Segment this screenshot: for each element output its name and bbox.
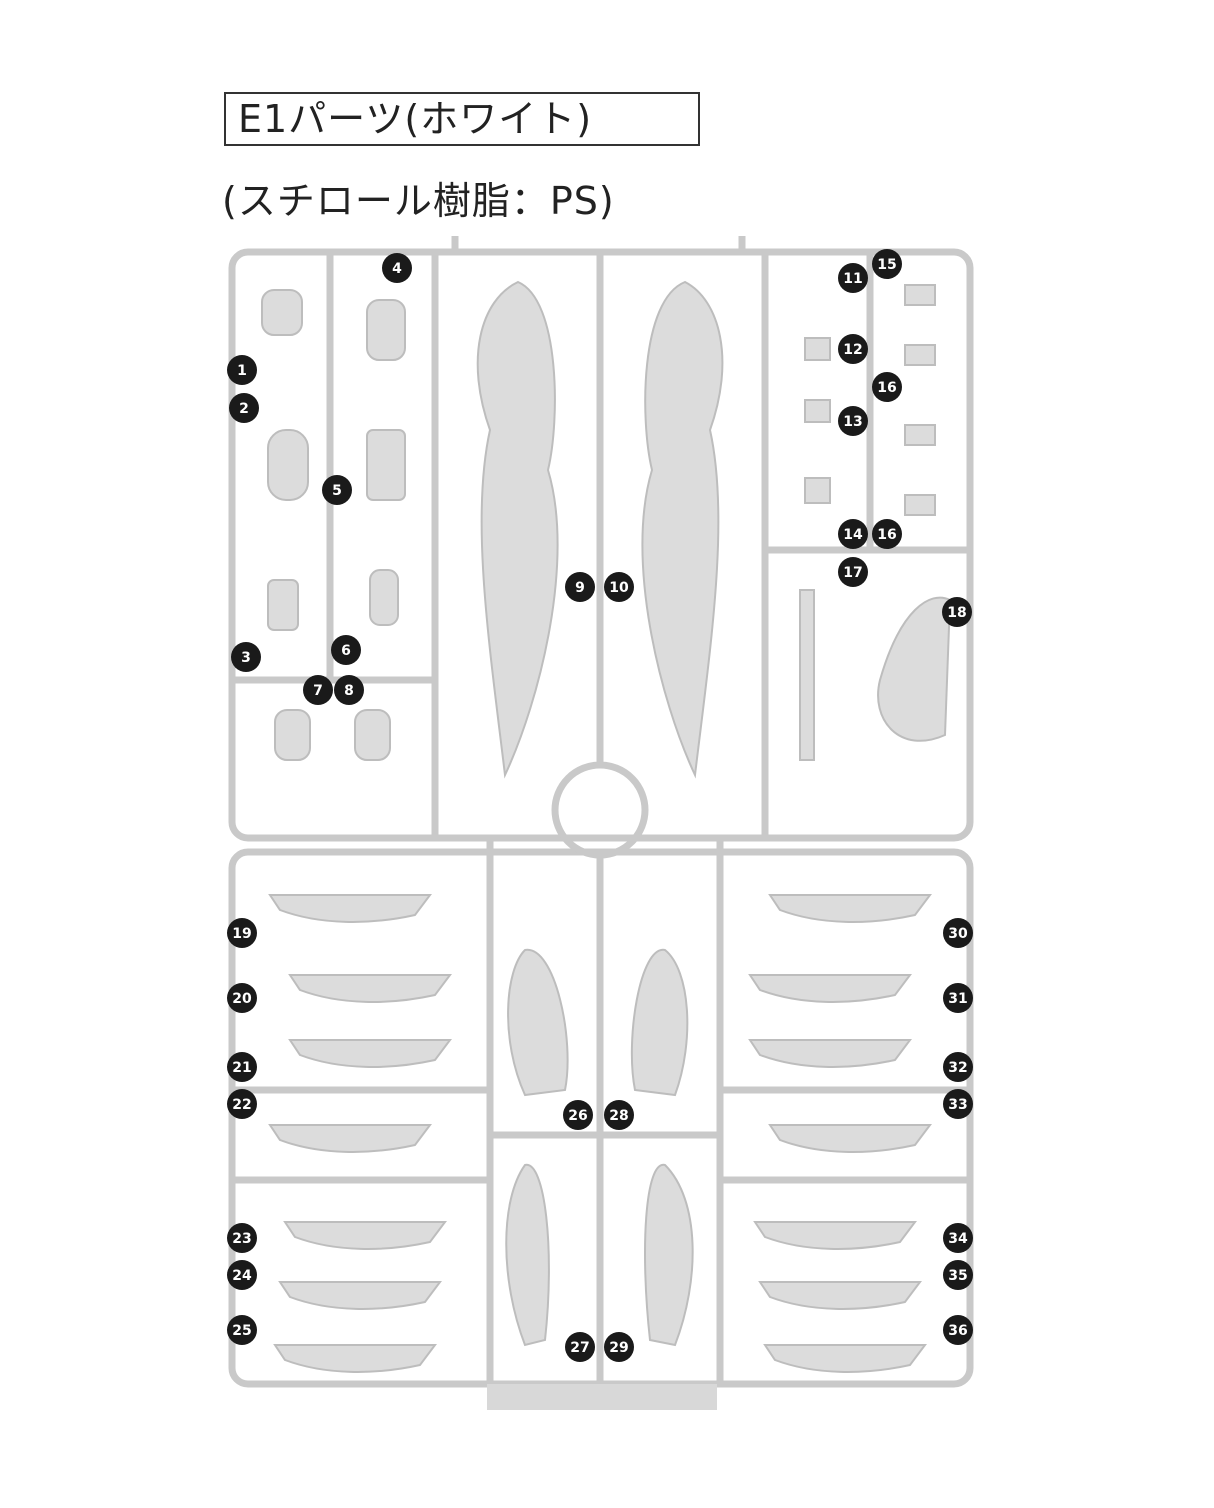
part-number-label: 18 xyxy=(947,605,966,621)
part-number-label: 19 xyxy=(232,926,251,942)
part-number-label: 16 xyxy=(877,527,896,543)
part-number-31: 31 xyxy=(943,983,973,1013)
part-number-11: 11 xyxy=(838,263,868,293)
part-number-label: 34 xyxy=(948,1231,968,1247)
part-number-label: 10 xyxy=(609,580,629,596)
part-number-label: 13 xyxy=(843,414,862,430)
part-number-label: 17 xyxy=(843,565,862,581)
part-number-label: 31 xyxy=(948,991,967,1007)
part-shape xyxy=(278,1281,442,1310)
part-number-label: 14 xyxy=(843,527,863,543)
part-number-26: 26 xyxy=(563,1100,593,1130)
part-number-label: 27 xyxy=(570,1340,589,1356)
part-number-label: 21 xyxy=(232,1060,251,1076)
part-shapes xyxy=(261,280,952,1347)
part-number-19: 19 xyxy=(227,918,257,948)
part-number-label: 25 xyxy=(232,1323,251,1339)
part-number-label: 15 xyxy=(877,257,896,273)
part-number-12: 12 xyxy=(838,334,868,364)
part-number-label: 32 xyxy=(948,1060,967,1076)
part-number-label: 9 xyxy=(575,580,585,596)
runner-frame xyxy=(228,236,974,1388)
part-number-34: 34 xyxy=(943,1223,973,1253)
part-number-13: 13 xyxy=(838,406,868,436)
part-shape xyxy=(758,1281,922,1310)
part-number-label: 1 xyxy=(237,363,247,379)
part-number-label: 24 xyxy=(232,1268,252,1284)
part-number-label: 30 xyxy=(948,926,968,942)
part-number-16: 16 xyxy=(872,372,902,402)
part-shape xyxy=(273,1344,437,1373)
part-number-21: 21 xyxy=(227,1052,257,1082)
part-number-23: 23 xyxy=(227,1223,257,1253)
part-number-label: 33 xyxy=(948,1097,967,1113)
part-number-2: 2 xyxy=(229,393,259,423)
part-shape xyxy=(768,1124,932,1153)
part-number-1: 1 xyxy=(227,355,257,385)
part-number-label: 22 xyxy=(232,1097,251,1113)
material-label: (スチロール樹脂：PS) xyxy=(222,179,615,223)
part-number-25: 25 xyxy=(227,1315,257,1345)
part-number-label: 12 xyxy=(843,342,862,358)
part-shape xyxy=(753,1221,917,1250)
part-number-33: 33 xyxy=(943,1089,973,1119)
part-number-18: 18 xyxy=(942,597,972,627)
part-number-label: 4 xyxy=(392,261,402,277)
part-number-label: 35 xyxy=(948,1268,967,1284)
part-shape xyxy=(268,1124,432,1153)
part-number-9: 9 xyxy=(565,572,595,602)
part-number-3: 3 xyxy=(231,642,261,672)
part-number-label: 3 xyxy=(241,650,251,666)
part-number-20: 20 xyxy=(227,983,257,1013)
part-number-label: 29 xyxy=(609,1340,628,1356)
part-number-24: 24 xyxy=(227,1260,257,1290)
part-number-10: 10 xyxy=(604,572,634,602)
part-shape xyxy=(268,894,432,923)
part-number-22: 22 xyxy=(227,1089,257,1119)
runner-tag xyxy=(487,1384,717,1410)
part-shape xyxy=(763,1344,927,1373)
part-number-label: 26 xyxy=(568,1108,587,1124)
part-number-7: 7 xyxy=(303,675,333,705)
part-shape xyxy=(768,894,932,923)
runner-title: E1パーツ(ホワイト) xyxy=(224,92,700,146)
part-shape xyxy=(288,1039,452,1068)
part-shape xyxy=(283,1221,447,1250)
part-number-label: 36 xyxy=(948,1323,967,1339)
part-number-4: 4 xyxy=(382,253,412,283)
part-shape xyxy=(748,974,912,1003)
part-number-label: 20 xyxy=(232,991,252,1007)
part-number-label: 8 xyxy=(344,683,354,699)
part-number-35: 35 xyxy=(943,1260,973,1290)
part-number-16: 16 xyxy=(872,519,902,549)
part-number-label: 5 xyxy=(332,483,342,499)
leg-armor-parts xyxy=(268,894,932,1373)
part-number-label: 7 xyxy=(313,683,323,699)
part-number-17: 17 xyxy=(838,557,868,587)
part-number-label: 6 xyxy=(341,643,351,659)
part-number-label: 28 xyxy=(609,1108,628,1124)
part-number-label: 23 xyxy=(232,1231,251,1247)
part-number-5: 5 xyxy=(322,475,352,505)
part-number-27: 27 xyxy=(565,1332,595,1362)
part-number-14: 14 xyxy=(838,519,868,549)
part-number-15: 15 xyxy=(872,249,902,279)
part-number-6: 6 xyxy=(331,635,361,665)
part-number-28: 28 xyxy=(604,1100,634,1130)
part-number-8: 8 xyxy=(334,675,364,705)
part-number-label: 2 xyxy=(239,401,249,417)
part-number-30: 30 xyxy=(943,918,973,948)
part-number-36: 36 xyxy=(943,1315,973,1345)
part-shape xyxy=(748,1039,912,1068)
part-number-29: 29 xyxy=(604,1332,634,1362)
part-number-label: 16 xyxy=(877,380,896,396)
part-number-label: 11 xyxy=(843,271,862,287)
part-shape xyxy=(288,974,452,1003)
part-number-32: 32 xyxy=(943,1052,973,1082)
